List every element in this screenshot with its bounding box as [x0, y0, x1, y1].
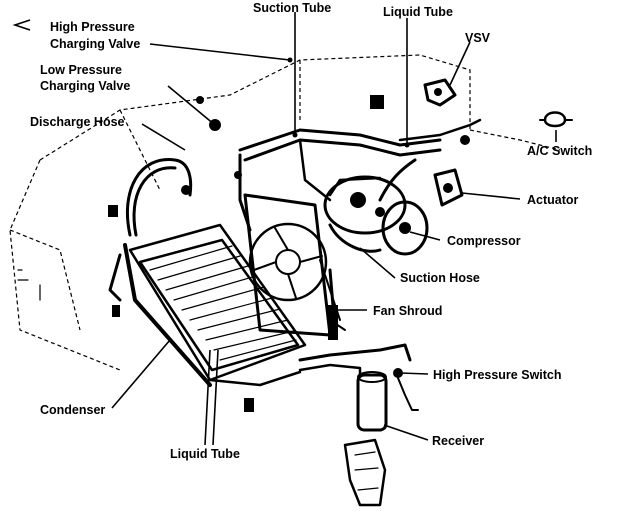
high-pressure-switch [393, 368, 419, 411]
label-discharge-hose: Discharge Hose [30, 115, 125, 129]
label-suction-hose: Suction Hose [400, 271, 480, 285]
labels: Suction Tube Liquid Tube VSV High Pressu… [30, 1, 592, 461]
condenser [108, 223, 307, 387]
label-high-pressure-charging-valve-line1: High Pressure [50, 20, 135, 34]
ac-switch [539, 111, 573, 128]
label-liquid-tube-top: Liquid Tube [383, 5, 453, 19]
label-fan-shroud: Fan Shroud [373, 304, 442, 318]
label-compressor: Compressor [447, 234, 521, 248]
label-high-pressure-switch: High Pressure Switch [433, 368, 562, 382]
label-high-pressure-charging-valve-line2: Charging Valve [50, 37, 140, 51]
label-vsv: VSV [465, 31, 491, 45]
label-low-pressure-charging-valve-line2: Charging Valve [40, 79, 130, 93]
label-liquid-tube-bottom: Liquid Tube [170, 447, 240, 461]
compressor [323, 175, 429, 256]
leader-lines [12, 12, 557, 446]
vsv [423, 78, 457, 107]
label-suction-tube-top: Suction Tube [253, 1, 331, 15]
actuator [433, 168, 464, 207]
label-actuator: Actuator [527, 193, 579, 207]
label-ac-switch: A/C Switch [527, 144, 592, 158]
receiver [343, 371, 388, 507]
label-low-pressure-charging-valve-line1: Low Pressure [40, 63, 122, 77]
label-receiver: Receiver [432, 434, 484, 448]
label-condenser: Condenser [40, 403, 105, 417]
vehicle-body-outline [9, 54, 561, 371]
piping [108, 95, 482, 412]
